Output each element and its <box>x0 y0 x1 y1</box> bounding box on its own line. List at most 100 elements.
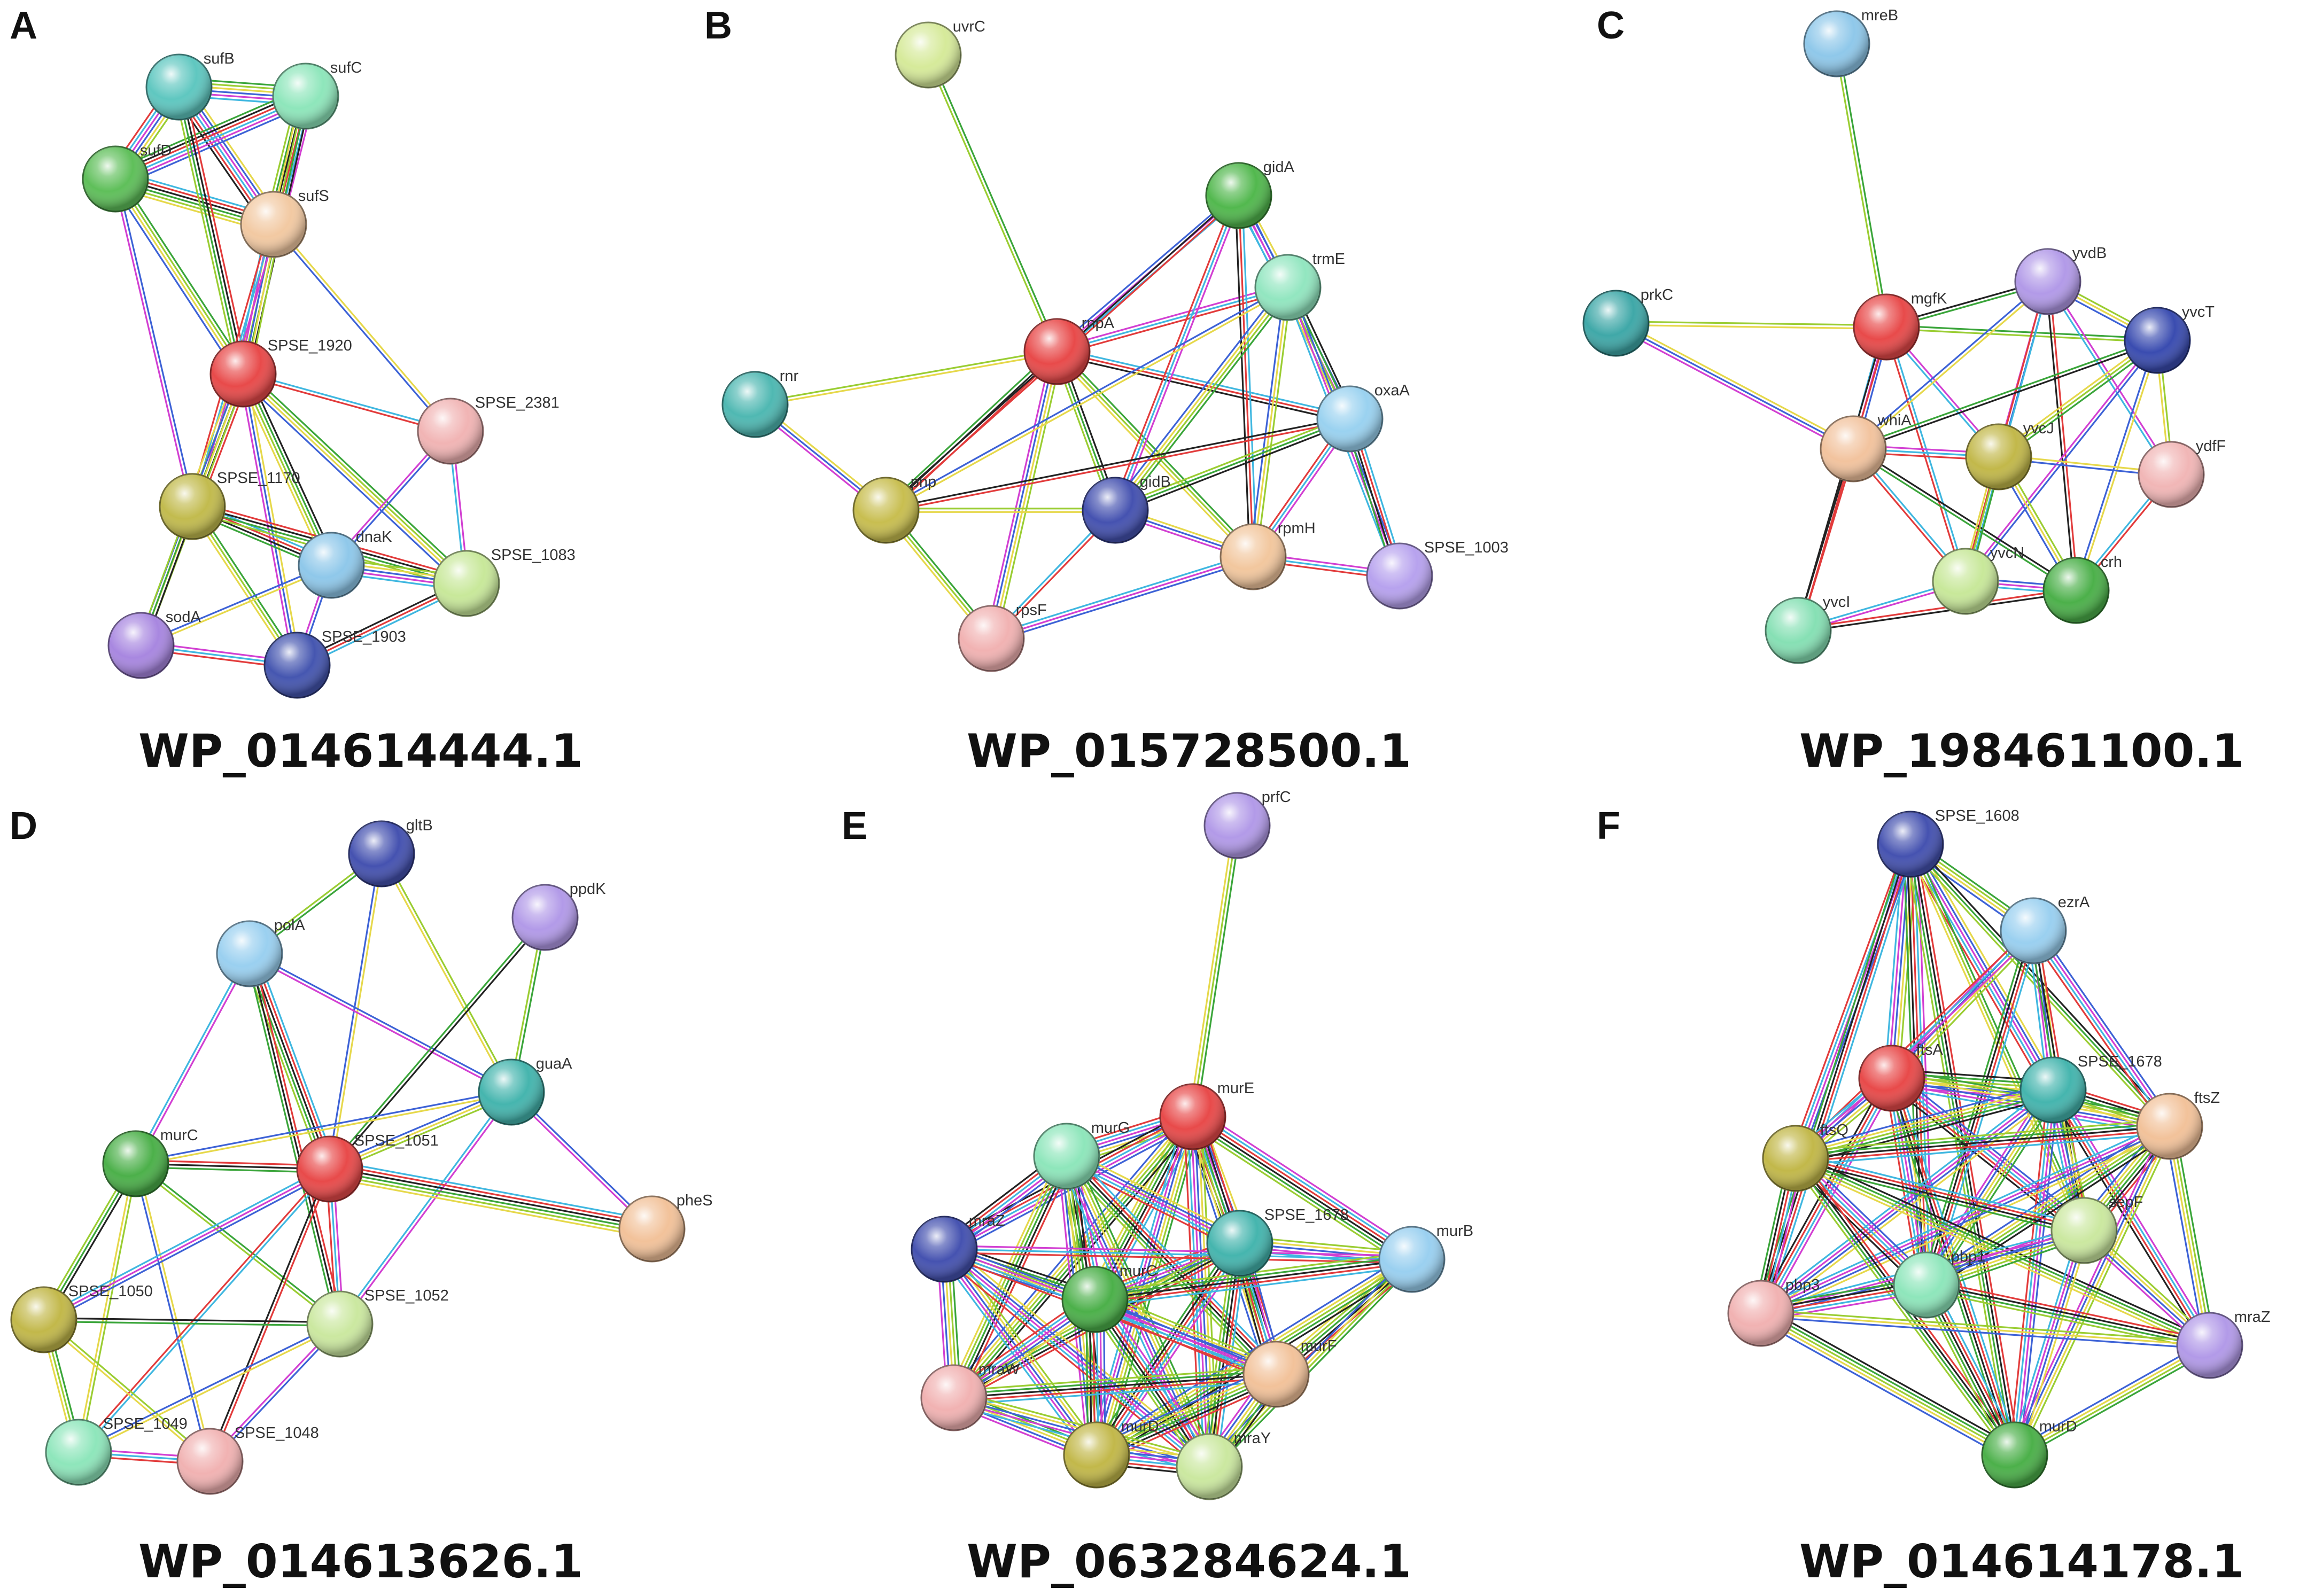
node-SPSE_1051[interactable]: SPSE_1051 <box>296 1132 439 1203</box>
node-rpsF[interactable]: rpsF <box>958 602 1047 672</box>
edge-strand <box>1922 1119 2167 1280</box>
node-murB[interactable]: murB <box>1378 1223 1473 1293</box>
node-yvcJ[interactable]: yvcJ <box>1965 420 2054 491</box>
node-ftsA[interactable]: ftsA <box>1858 1041 1943 1112</box>
node-mraY[interactable]: mraY <box>1176 1430 1271 1500</box>
node-crh[interactable]: crh <box>2042 554 2122 624</box>
node-murC[interactable]: murC <box>102 1127 198 1197</box>
node-uvrC[interactable]: uvrC <box>895 18 985 89</box>
edge-strand <box>330 917 548 1171</box>
edge-strand <box>1093 1255 1412 1297</box>
edge-strand <box>43 1317 341 1323</box>
edge-strand <box>211 1169 332 1463</box>
edge-strand <box>1923 1122 2169 1283</box>
node-SPSE_1608[interactable]: SPSE_1608 <box>1877 807 2019 878</box>
node-label: yvcJ <box>2023 420 2054 437</box>
node-polA[interactable]: polA <box>216 917 305 987</box>
node-mraZ[interactable]: mraZ <box>2176 1309 2270 1379</box>
node-oxaA[interactable]: oxaA <box>1316 382 1410 453</box>
node-murC[interactable]: murC <box>1061 1263 1158 1333</box>
node-rpmH[interactable]: rpmH <box>1219 520 1316 590</box>
edge-strand <box>2045 281 2076 591</box>
edge-yvdB-ydfF <box>2045 279 2174 477</box>
panel-b: uvrC gidA trmE rnpA rnr oxaA pnp gidB rpmH SPSE_1… <box>704 4 1509 778</box>
node-sufC[interactable]: sufC <box>272 59 362 130</box>
node-highlight <box>1982 1422 2047 1488</box>
node-murD[interactable]: murD <box>1063 1418 1159 1489</box>
node-SPSE_1049[interactable]: SPSE_1049 <box>45 1415 188 1486</box>
panel-d-nodes: gltB polA ppdK guaA murC SPSE_1051 pheS SPSE_10… <box>10 817 712 1495</box>
node-trmE[interactable]: trmE <box>1254 251 1345 321</box>
node-murE[interactable]: murE <box>1159 1080 1254 1150</box>
node-SPSE_1678[interactable]: SPSE_1678 <box>2019 1053 2162 1124</box>
edge-guaA-murC <box>134 1089 513 1166</box>
node-gidB[interactable]: gidB <box>1082 473 1171 544</box>
node-guaA[interactable]: guaA <box>478 1055 572 1126</box>
edge-strand <box>1248 286 1286 557</box>
node-pbp1[interactable]: pbp1 <box>1893 1248 1985 1319</box>
node-pnp[interactable]: pnp <box>852 473 936 544</box>
node-yvcN[interactable]: yvcN <box>1932 544 2024 615</box>
edge-strand <box>1193 1114 1414 1259</box>
node-yvcT[interactable]: yvcT <box>2124 303 2215 374</box>
edge-strand <box>340 1092 514 1326</box>
edge-trmE-pnp <box>884 285 1290 513</box>
node-prfC[interactable]: prfC <box>1203 789 1291 859</box>
node-ftsQ[interactable]: ftsQ <box>1762 1122 1848 1192</box>
node-yvdB[interactable]: yvdB <box>2014 245 2107 315</box>
edge-strand <box>1920 1085 2048 1282</box>
node-SPSE_1903[interactable]: SPSE_1903 <box>263 628 406 699</box>
node-pheS[interactable]: pheS <box>618 1192 712 1263</box>
node-SPSE_1048[interactable]: SPSE_1048 <box>176 1424 319 1495</box>
node-rnr[interactable]: rnr <box>721 368 799 438</box>
node-SPSE_1678[interactable]: SPSE_1678 <box>1206 1206 1349 1277</box>
node-sepF[interactable]: sepF <box>2050 1194 2143 1264</box>
node-mreB[interactable]: mreB <box>1803 7 1898 77</box>
node-rnpA[interactable]: rnpA <box>1023 315 1115 385</box>
node-SPSE_1050[interactable]: SPSE_1050 <box>10 1283 153 1353</box>
node-sodA[interactable]: sodA <box>107 609 201 679</box>
node-gidA[interactable]: gidA <box>1205 159 1294 229</box>
edge-ppdK-SPSE_1051 <box>327 915 548 1171</box>
node-label: SPSE_1608 <box>1935 807 2019 824</box>
node-ydfF[interactable]: ydfF <box>2138 438 2226 508</box>
edge-strand <box>1922 1087 2052 1284</box>
node-mraW[interactable]: mraW <box>920 1361 1020 1431</box>
node-SPSE_1052[interactable]: SPSE_1052 <box>306 1287 449 1358</box>
node-SPSE_1920[interactable]: SPSE_1920 <box>209 337 352 408</box>
node-SPSE_1170[interactable]: SPSE_1170 <box>159 470 300 540</box>
node-whiA[interactable]: whiA <box>1820 412 1912 482</box>
edge-strand <box>2163 1126 2206 1348</box>
edge-strand <box>1101 1246 1247 1460</box>
node-murG[interactable]: murG <box>1033 1119 1130 1190</box>
edge-SPSE_1050-SPSE_1052 <box>43 1317 341 1327</box>
node-sufD[interactable]: sufD <box>82 142 172 213</box>
node-highlight <box>1206 163 1271 228</box>
node-SPSE_2381[interactable]: SPSE_2381 <box>417 394 560 465</box>
node-ftsZ[interactable]: ftsZ <box>2136 1089 2220 1160</box>
node-SPSE_1003[interactable]: SPSE_1003 <box>1366 539 1509 610</box>
node-prkC[interactable]: prkC <box>1582 286 1673 357</box>
node-pbp3[interactable]: pbp3 <box>1727 1276 1820 1347</box>
node-label: prkC <box>1641 286 1673 303</box>
node-murF[interactable]: murF <box>1242 1337 1337 1408</box>
edge-rnpA-rpsF <box>985 349 1063 641</box>
edge-strand <box>1189 1120 1410 1265</box>
node-murD[interactable]: murD <box>1981 1418 2077 1489</box>
node-yvcI[interactable]: yvcI <box>1765 594 1850 664</box>
node-mgfK[interactable]: mgfK <box>1853 290 1947 361</box>
edge-strand <box>327 1177 651 1239</box>
node-mraZ[interactable]: mraZ <box>911 1212 1005 1283</box>
node-ppdK[interactable]: ppdK <box>511 881 606 951</box>
edge-strand <box>1759 1087 2053 1313</box>
edge-strand <box>238 377 464 588</box>
node-dnaK[interactable]: dnaK <box>298 528 392 599</box>
node-highlight <box>1317 386 1382 451</box>
node-sufB[interactable]: sufB <box>145 50 235 121</box>
node-label: ftsQ <box>1820 1122 1848 1139</box>
node-SPSE_1083[interactable]: SPSE_1083 <box>433 547 576 617</box>
node-sufS[interactable]: sufS <box>240 188 329 258</box>
node-gltB[interactable]: gltB <box>348 817 433 887</box>
edge-yvcT-crh <box>2073 339 2160 592</box>
node-ezrA[interactable]: ezrA <box>2000 894 2090 964</box>
